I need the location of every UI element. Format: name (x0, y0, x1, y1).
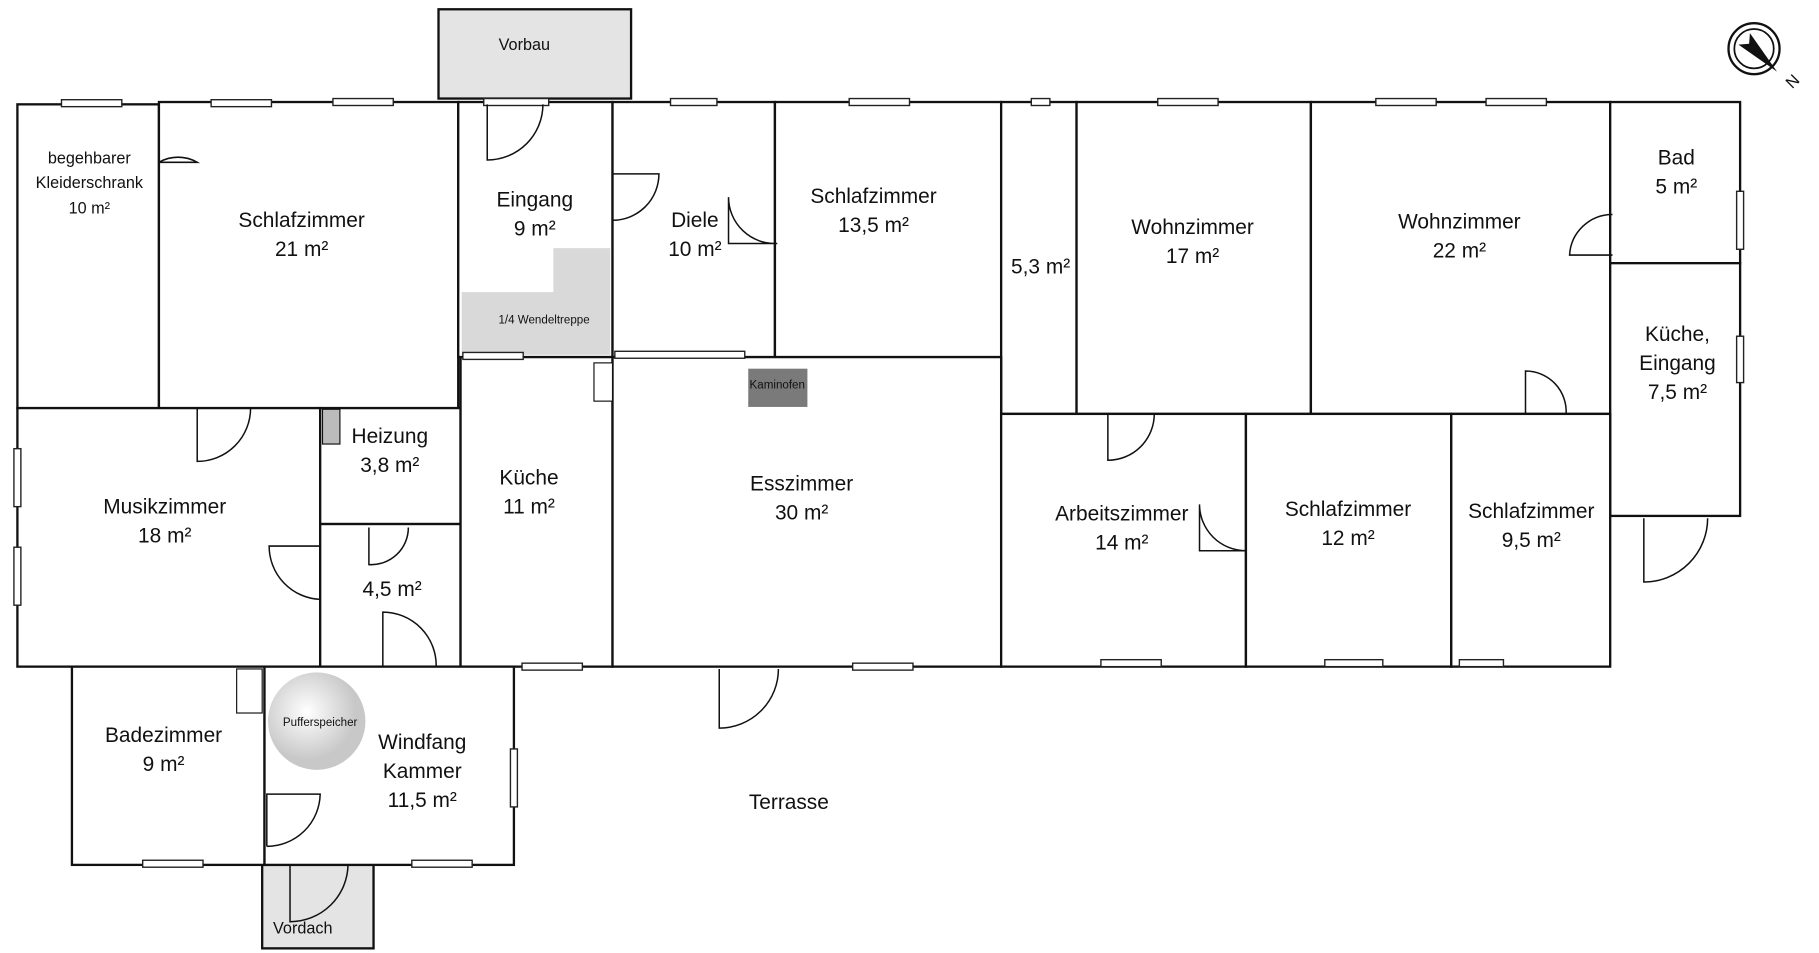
room-area: 18 m² (138, 525, 191, 548)
room-name: Bad (1658, 147, 1695, 170)
room-area: 22 m² (1433, 239, 1486, 262)
room-area: 3,8 m² (360, 454, 419, 477)
room-name: Schlafzimmer (810, 185, 936, 208)
stair (461, 248, 611, 355)
room-name: Wohnzimmer (1398, 210, 1521, 233)
room-area: 17 m² (1166, 245, 1219, 268)
room-wohnzimmer-22 (1309, 100, 1612, 416)
room-name: Kleiderschrank (36, 174, 144, 192)
room-area: 10 m² (69, 199, 111, 217)
room-name: Schlafzimmer (1468, 500, 1594, 523)
room-area: 11 m² (503, 496, 555, 519)
room-musikzimmer (16, 406, 322, 668)
room-name: Windfang (378, 731, 466, 754)
shaft-kueche (593, 362, 614, 402)
room-schlafzimmer-13-5 (773, 100, 1003, 359)
compass-icon (1727, 22, 1781, 76)
room-area: 4,5 m² (363, 578, 422, 601)
room-name: Musikzimmer (103, 496, 226, 519)
windows (13, 97, 1745, 868)
room-badezimmer (70, 665, 266, 867)
pufferspeicher (267, 672, 366, 770)
terrasse-label: Terrasse (749, 791, 829, 814)
vordach (261, 863, 375, 950)
room-name: Kammer (383, 760, 462, 783)
room-area: 10 m² (668, 238, 721, 261)
room-abstell (319, 522, 462, 668)
room-area: 9 m² (514, 217, 556, 240)
room-name: Badezimmer (105, 724, 222, 747)
shaft (236, 668, 263, 714)
room-name: begehbarer (48, 149, 132, 167)
room-area: 14 m² (1095, 532, 1148, 555)
vordach-label: Vordach (273, 919, 333, 937)
compass-north: N (1782, 71, 1803, 92)
labels: Vorbau Vordach Terrasse 1/4 Wendeltreppe… (36, 36, 1716, 937)
vorbau (437, 8, 633, 100)
room-area: 5 m² (1655, 176, 1697, 199)
room-area: 30 m² (775, 501, 828, 524)
room-name: Diele (671, 209, 719, 232)
room-schlafzimmer-21 (157, 100, 460, 410)
room-name: Esszimmer (750, 472, 853, 495)
room-schlafzimmer-9-5 (1450, 412, 1612, 668)
treppe-label: 1/4 Wendeltreppe (498, 314, 589, 326)
room-area: 11,5 m² (388, 789, 457, 812)
room-flur (999, 100, 1078, 416)
room-kueche (459, 355, 614, 668)
doors (158, 104, 1709, 923)
room-area: 9 m² (143, 753, 185, 776)
room-area: 12 m² (1321, 527, 1374, 550)
room-bad (1609, 100, 1742, 265)
room-name: Küche (499, 467, 558, 490)
vorbau-label: Vorbau (499, 36, 550, 54)
room-name: Eingang (497, 188, 574, 211)
room-name: Küche, (1645, 323, 1710, 346)
room-arbeitszimmer (999, 412, 1248, 668)
room-wohnzimmer-17 (1075, 100, 1313, 416)
room-kueche-eingang (1609, 262, 1742, 518)
room-schlafzimmer-12 (1244, 412, 1453, 668)
room-area: 5,3 m² (1011, 256, 1070, 279)
room-name: Schlafzimmer (238, 209, 364, 232)
room-name: Eingang (1639, 352, 1716, 375)
room-area: 7,5 m² (1648, 381, 1707, 404)
chimney (321, 408, 341, 445)
room-name: Wohnzimmer (1131, 216, 1254, 239)
room-name: Schlafzimmer (1285, 498, 1411, 521)
room-esszimmer (611, 355, 1003, 668)
room-area: 21 m² (275, 238, 328, 261)
pufferspeicher-label: Pufferspeicher (283, 717, 358, 729)
room-name: Arbeitszimmer (1055, 503, 1188, 526)
room-area: 13,5 m² (838, 214, 909, 237)
rooms (16, 100, 1742, 867)
kaminofen-label: Kaminofen (750, 379, 805, 391)
room-kleiderschrank (16, 103, 161, 410)
kaminofen (748, 368, 808, 407)
room-area: 9,5 m² (1502, 529, 1561, 552)
room-name: Heizung (352, 425, 429, 448)
